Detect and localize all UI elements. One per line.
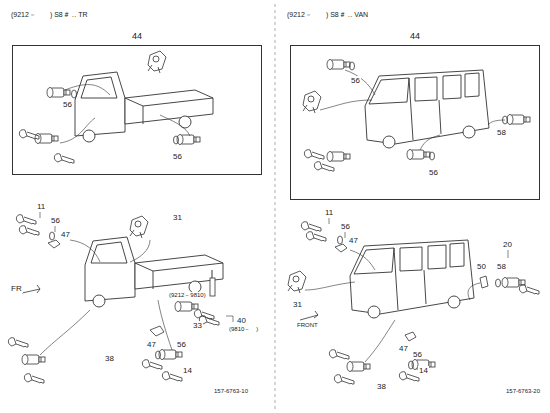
callout-number: (9212－9810) xyxy=(168,292,207,299)
callout-number: FRONT xyxy=(296,322,319,329)
group-number: 44 xyxy=(408,31,422,42)
callout-number: 47 xyxy=(146,340,157,349)
callout-number: FR xyxy=(10,284,23,293)
callout-number: 56 xyxy=(172,152,183,161)
group-number: 44 xyxy=(130,31,144,42)
callout-number: 38 xyxy=(104,354,115,363)
callout-number: (9810－ ) xyxy=(228,326,259,333)
model-header: (9212－ ) S8＃ ‥ VAN xyxy=(286,10,369,19)
callout-number: 33 xyxy=(192,321,203,330)
callout-number: 14 xyxy=(182,366,193,375)
callout-number: 14 xyxy=(418,366,429,375)
callout-number: 56 xyxy=(340,222,351,231)
callout-number: 20 xyxy=(502,240,513,249)
callout-number: 56 xyxy=(350,76,361,85)
parts-frame: 44 xyxy=(290,45,540,200)
callout-number: 40 xyxy=(236,316,247,325)
callout-number: 58 xyxy=(496,128,507,137)
callout-number: 56 xyxy=(176,340,187,349)
callout-number: 56 xyxy=(50,216,61,225)
callout-number: 157-6763-10 xyxy=(213,388,249,395)
callout-number: 11 xyxy=(324,208,334,217)
callout-number: 38 xyxy=(376,382,387,391)
callout-number: 56 xyxy=(412,350,423,359)
callout-number: 157-6763-20 xyxy=(505,388,541,395)
parts-frame: 44 xyxy=(12,45,262,175)
callout-number: 31 xyxy=(292,300,303,309)
callout-number: 50 xyxy=(476,262,487,271)
model-header: (9212－ ) S8＃ ‥ TR xyxy=(10,10,89,19)
callout-number: 47 xyxy=(348,236,359,245)
callout-number: 11 xyxy=(36,202,46,211)
callout-number: 31 xyxy=(172,213,183,222)
callout-number: 56 xyxy=(428,168,439,177)
callout-number: 58 xyxy=(496,262,507,271)
callout-number: 47 xyxy=(60,230,71,239)
callout-number: 56 xyxy=(62,100,73,109)
callout-number: 47 xyxy=(398,344,409,353)
